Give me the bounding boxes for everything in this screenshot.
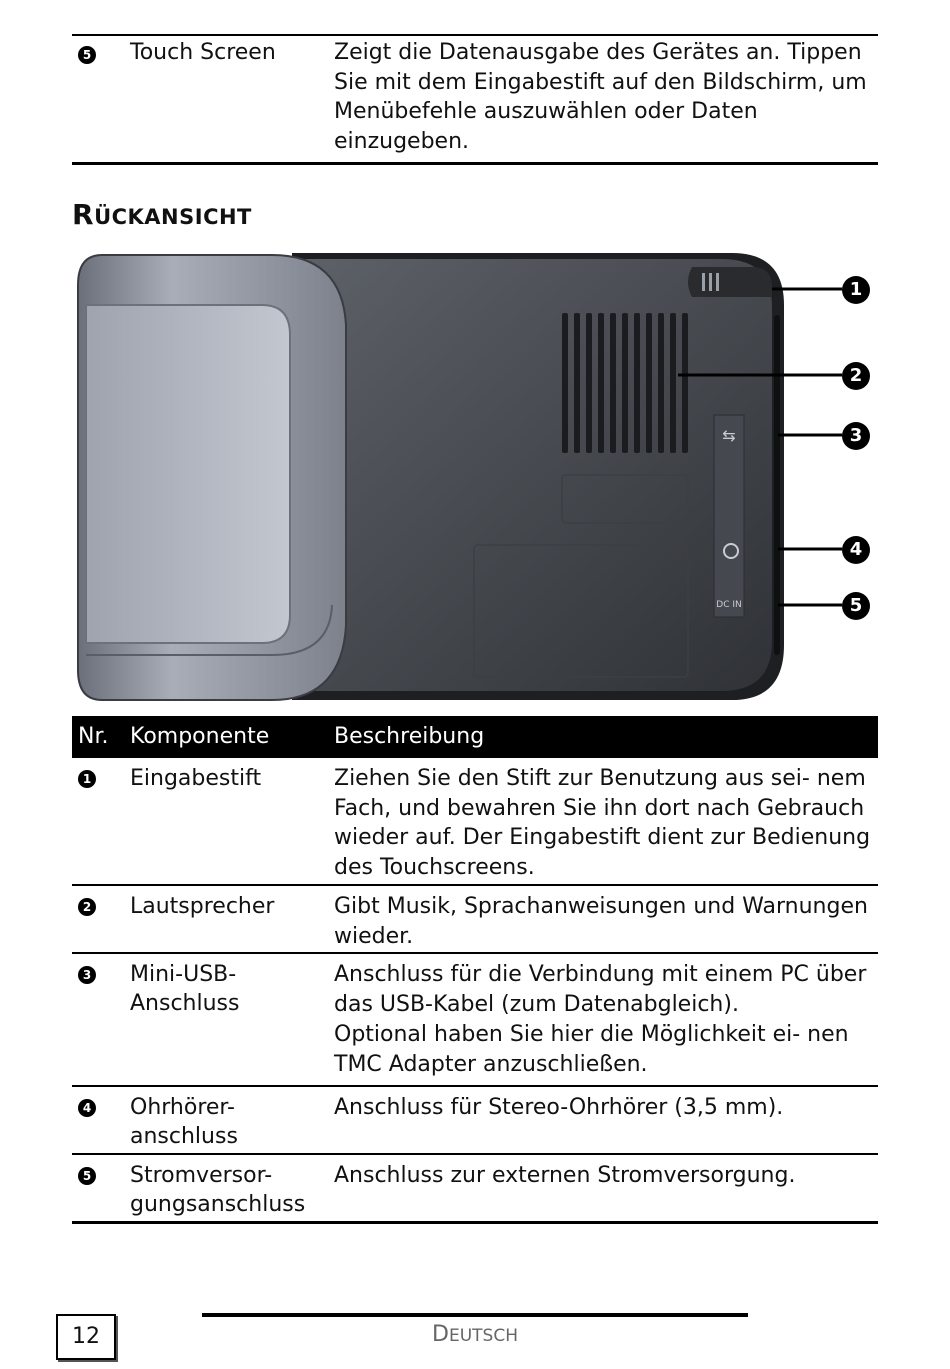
callout-2: 2 (842, 362, 870, 390)
device-illustration: ⇆ DC IN (77, 253, 842, 701)
row-description: Anschluss zur externen Stromversorgung. (334, 1163, 796, 1188)
row-component: Mini-USB- Anschluss (130, 962, 240, 1016)
row-component: Touch Screen (130, 40, 276, 65)
row-number: 5 (78, 40, 96, 69)
row-component: Stromversor- gungsanschluss (130, 1163, 306, 1217)
row-description-extra: Optional haben Sie hier die Möglichkeit … (334, 1022, 849, 1077)
speaker-grille (562, 313, 688, 453)
touchscreen-row: 5 Touch Screen Zeigt die Datenausgabe de… (72, 34, 878, 165)
table-row: 4 Ohrhörer- anschluss Anschluss für Ster… (72, 1087, 878, 1155)
footer-divider (202, 1313, 748, 1317)
callout-4: 4 (842, 536, 870, 564)
svg-text:DC IN: DC IN (716, 600, 741, 610)
footer-language: DEUTSCH (432, 1322, 518, 1347)
header-description: Beschreibung (334, 724, 485, 749)
row-component: Lautsprecher (130, 894, 275, 919)
table-row: 1 Eingabestift Ziehen Sie den Stift zur … (72, 758, 878, 886)
callout-lines (678, 287, 842, 607)
table-header: Nr. Komponente Beschreibung (72, 716, 878, 758)
table-row: 2 Lautsprecher Gibt Musik, Sprachanweisu… (72, 886, 878, 954)
header-nr: Nr. (78, 724, 109, 749)
page-number: 12 (56, 1314, 116, 1360)
row-number: 3 (78, 960, 96, 989)
row-description: Gibt Musik, Sprachanweisungen und Warnun… (334, 894, 868, 949)
row-number: 5 (78, 1161, 96, 1190)
device-back-view: ⇆ DC IN (72, 245, 878, 710)
row-component: Ohrhörer- anschluss (130, 1095, 238, 1149)
table-row: 3 Mini-USB- Anschluss Anschluss für die … (72, 954, 878, 1087)
row-description: Zeigt die Datenausgabe des Gerätes an. T… (334, 40, 867, 154)
row-description: Anschluss für Stereo-Ohrhörer (3,5 mm). (334, 1095, 784, 1120)
row-description: Ziehen Sie den Stift zur Benutzung aus s… (334, 766, 871, 880)
row-description: Anschluss für die Verbindung mit einem P… (334, 962, 867, 1017)
row-number: 1 (78, 764, 96, 793)
callout-3: 3 (842, 422, 870, 450)
row-component: Eingabestift (130, 766, 262, 791)
section-heading: RÜCKANSICHT (72, 198, 252, 231)
header-component: Komponente (130, 724, 270, 749)
row-number: 4 (78, 1093, 96, 1122)
callout-1: 1 (842, 276, 870, 304)
components-table: Nr. Komponente Beschreibung 1 Eingabesti… (72, 716, 878, 1224)
table-row: 5 Stromversor- gungsanschluss Anschluss … (72, 1155, 878, 1224)
svg-text:⇆: ⇆ (722, 426, 735, 445)
callout-5: 5 (842, 592, 870, 620)
row-number: 2 (78, 892, 96, 921)
